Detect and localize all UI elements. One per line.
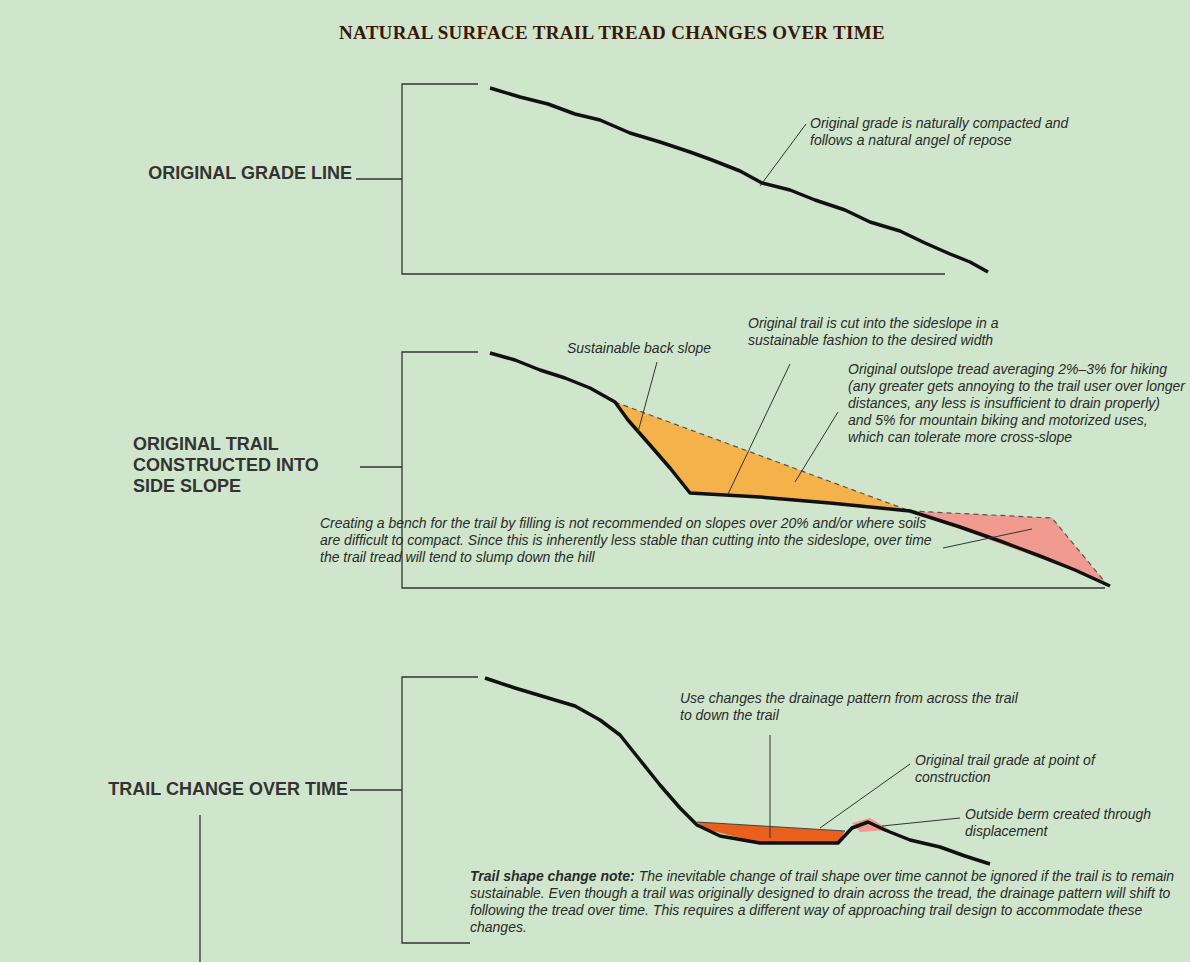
bracket-tick xyxy=(356,178,402,179)
bracket-tick xyxy=(360,466,402,467)
leader-line xyxy=(882,818,960,826)
section-label: ORIGINAL GRADE LINE xyxy=(100,163,352,184)
leader-line xyxy=(638,362,657,432)
callout-text: Outside berm created through displacemen… xyxy=(965,806,1155,840)
leader-line xyxy=(728,364,790,494)
leader-line xyxy=(760,124,806,186)
callout-text: Original outslope tread averaging 2%–3% … xyxy=(848,361,1186,446)
bracket xyxy=(402,84,945,274)
callout-text: Original trail is cut into the sideslope… xyxy=(748,315,1053,349)
callout-text: Use changes the drainage pattern from ac… xyxy=(680,690,1020,724)
title: NATURAL SURFACE TRAIL TREAD CHANGES OVER… xyxy=(262,22,962,44)
leaders xyxy=(638,124,1032,838)
section-label: TRAIL CHANGE OVER TIME xyxy=(60,779,348,800)
leader-line xyxy=(943,529,1032,548)
eroded-tread xyxy=(697,822,845,843)
callout-text: Creating a bench for the trail by fillin… xyxy=(320,515,940,566)
leader-line xyxy=(795,412,838,482)
note-heading: Trail shape change note: xyxy=(470,868,635,884)
leader-line xyxy=(770,735,771,838)
bracket-stem xyxy=(199,815,200,962)
callout-text: Original trail grade at point of constru… xyxy=(915,752,1145,786)
callout-text: Sustainable back slope xyxy=(567,340,737,357)
callout-text: Original grade is naturally compacted an… xyxy=(810,115,1110,149)
bracket-tick xyxy=(350,789,402,790)
note-paragraph: Trail shape change note:The inevitable c… xyxy=(470,868,1175,936)
bracket xyxy=(402,677,478,943)
leader-line xyxy=(820,764,910,828)
section-label: ORIGINAL TRAIL CONSTRUCTED INTO SIDE SLO… xyxy=(133,434,358,497)
